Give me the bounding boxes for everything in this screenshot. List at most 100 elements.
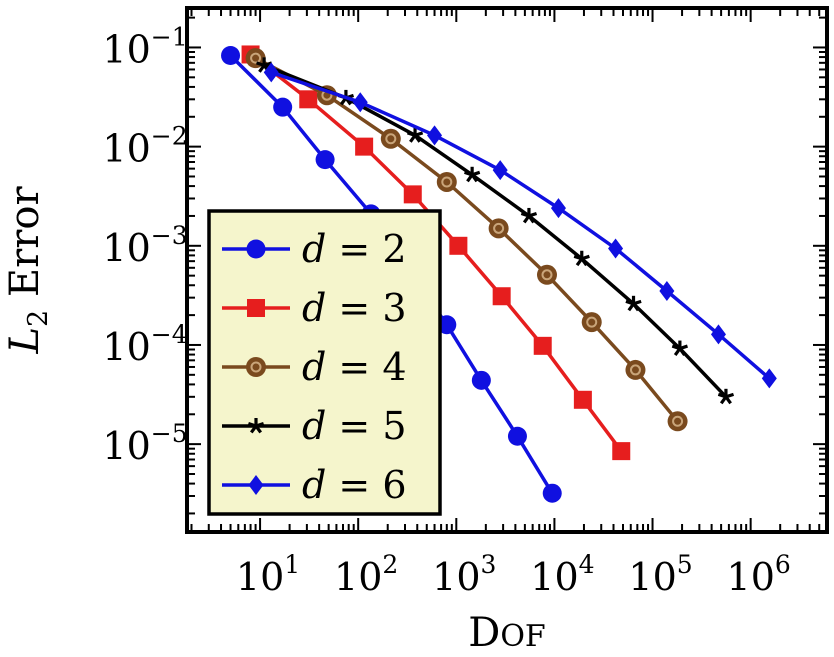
tick-base: 10: [102, 424, 150, 468]
legend-item-d-3: d = 3: [222, 286, 407, 330]
legend-item-d-2: d = 2: [222, 227, 407, 271]
y-tick-label: 10−3: [102, 221, 187, 270]
x-tick-label: 106: [727, 550, 791, 599]
data-point: [488, 218, 509, 239]
legend-item-d-6: d = 6: [222, 463, 407, 507]
data-point: [625, 295, 642, 312]
legend-label-eq: =: [326, 463, 382, 507]
x-axis-title: DOF: [468, 610, 546, 656]
tick-exponent: −3: [151, 221, 188, 250]
plot-frame: [185, 6, 829, 534]
y-axis-title-subscript: 2: [23, 310, 54, 327]
marker-ring: [536, 264, 557, 285]
data-point: [427, 125, 443, 146]
tick-exponent: 5: [677, 550, 693, 579]
data-point: [449, 236, 468, 255]
marker-diamond: [608, 238, 624, 259]
legend-marker: [246, 239, 266, 259]
tick-base: 10: [432, 555, 480, 599]
data-point: [671, 340, 688, 356]
data-point: [659, 281, 675, 302]
data-point: [352, 92, 368, 113]
tick-base: 10: [628, 555, 676, 599]
series-layer: [221, 45, 777, 503]
data-point: [533, 336, 552, 355]
data-point: [542, 483, 562, 503]
marker-square: [492, 287, 511, 306]
marker-ring: [380, 128, 401, 149]
marker-ring-inner: [629, 364, 641, 376]
marker-square: [449, 236, 468, 255]
marker-circle: [246, 239, 266, 259]
marker-square: [299, 90, 318, 109]
legend-label-var: d: [302, 286, 326, 330]
marker-diamond: [710, 324, 726, 345]
marker-star-arm: [717, 392, 727, 399]
data-point: [667, 411, 688, 432]
tick-base: 10: [334, 555, 382, 599]
series-d-6: [263, 62, 777, 389]
marker-ring-inner: [672, 415, 684, 427]
marker-star-arm: [256, 61, 265, 67]
legend-label-eq: =: [326, 404, 382, 448]
data-point: [625, 359, 646, 380]
y-axis-title-text: Error: [2, 186, 48, 310]
legend-label: d = 5: [302, 404, 407, 448]
marker-ring: [581, 312, 602, 333]
marker-ring-inner: [586, 316, 598, 328]
legend-label-var: d: [302, 463, 326, 507]
data-point: [573, 390, 592, 409]
marker-ring-inner: [441, 176, 453, 188]
marker-diamond: [352, 92, 368, 113]
marker-square: [247, 299, 265, 317]
legend: d = 2d = 3d = 4d = 5d = 6: [207, 209, 442, 516]
x-axis-title-part: OF: [500, 619, 545, 654]
data-point: [573, 250, 590, 267]
data-point: [355, 137, 374, 156]
data-point: [471, 370, 491, 390]
marker-diamond: [427, 125, 443, 146]
tick-exponent: 3: [481, 550, 497, 579]
data-point: [315, 150, 335, 170]
data-point: [710, 324, 726, 345]
marker-square: [403, 185, 422, 204]
data-point: [464, 166, 481, 183]
marker-star-arm: [247, 422, 257, 428]
legend-label-var: d: [302, 227, 326, 271]
marker-star-arm: [625, 299, 635, 306]
data-point: [761, 368, 777, 389]
data-point: [436, 171, 457, 192]
marker-ring: [436, 171, 457, 192]
data-point: [273, 97, 293, 117]
marker-ring: [246, 357, 266, 377]
legend-label-val: 4: [382, 345, 406, 389]
data-point: [263, 62, 279, 83]
marker-square: [573, 390, 592, 409]
tick-exponent: 1: [284, 550, 300, 579]
marker-star-arm: [671, 344, 681, 351]
legend-marker: [247, 299, 265, 317]
series-d-4: [245, 48, 688, 432]
marker-ring-inner: [493, 222, 505, 234]
marker-diamond: [263, 62, 279, 83]
marker-diamond: [492, 160, 508, 181]
legend-marker: [248, 475, 264, 495]
marker-circle: [315, 150, 335, 170]
data-point: [256, 57, 273, 73]
data-point: [550, 198, 566, 219]
data-point: [507, 426, 527, 446]
y-axis-title: L2 Error: [2, 186, 54, 355]
marker-ring-inner: [250, 361, 262, 373]
marker-circle: [542, 483, 562, 503]
y-tick-label: 10−2: [102, 122, 187, 171]
tick-exponent: 6: [775, 550, 791, 579]
marker-circle: [221, 45, 241, 65]
tick-exponent: −2: [151, 122, 188, 151]
marker-circle: [471, 370, 491, 390]
tick-exponent: 4: [579, 550, 595, 579]
legend-label: d = 6: [302, 463, 407, 507]
marker-ring-inner: [385, 133, 397, 145]
legend-label-var: d: [302, 404, 326, 448]
marker-square: [355, 137, 374, 156]
